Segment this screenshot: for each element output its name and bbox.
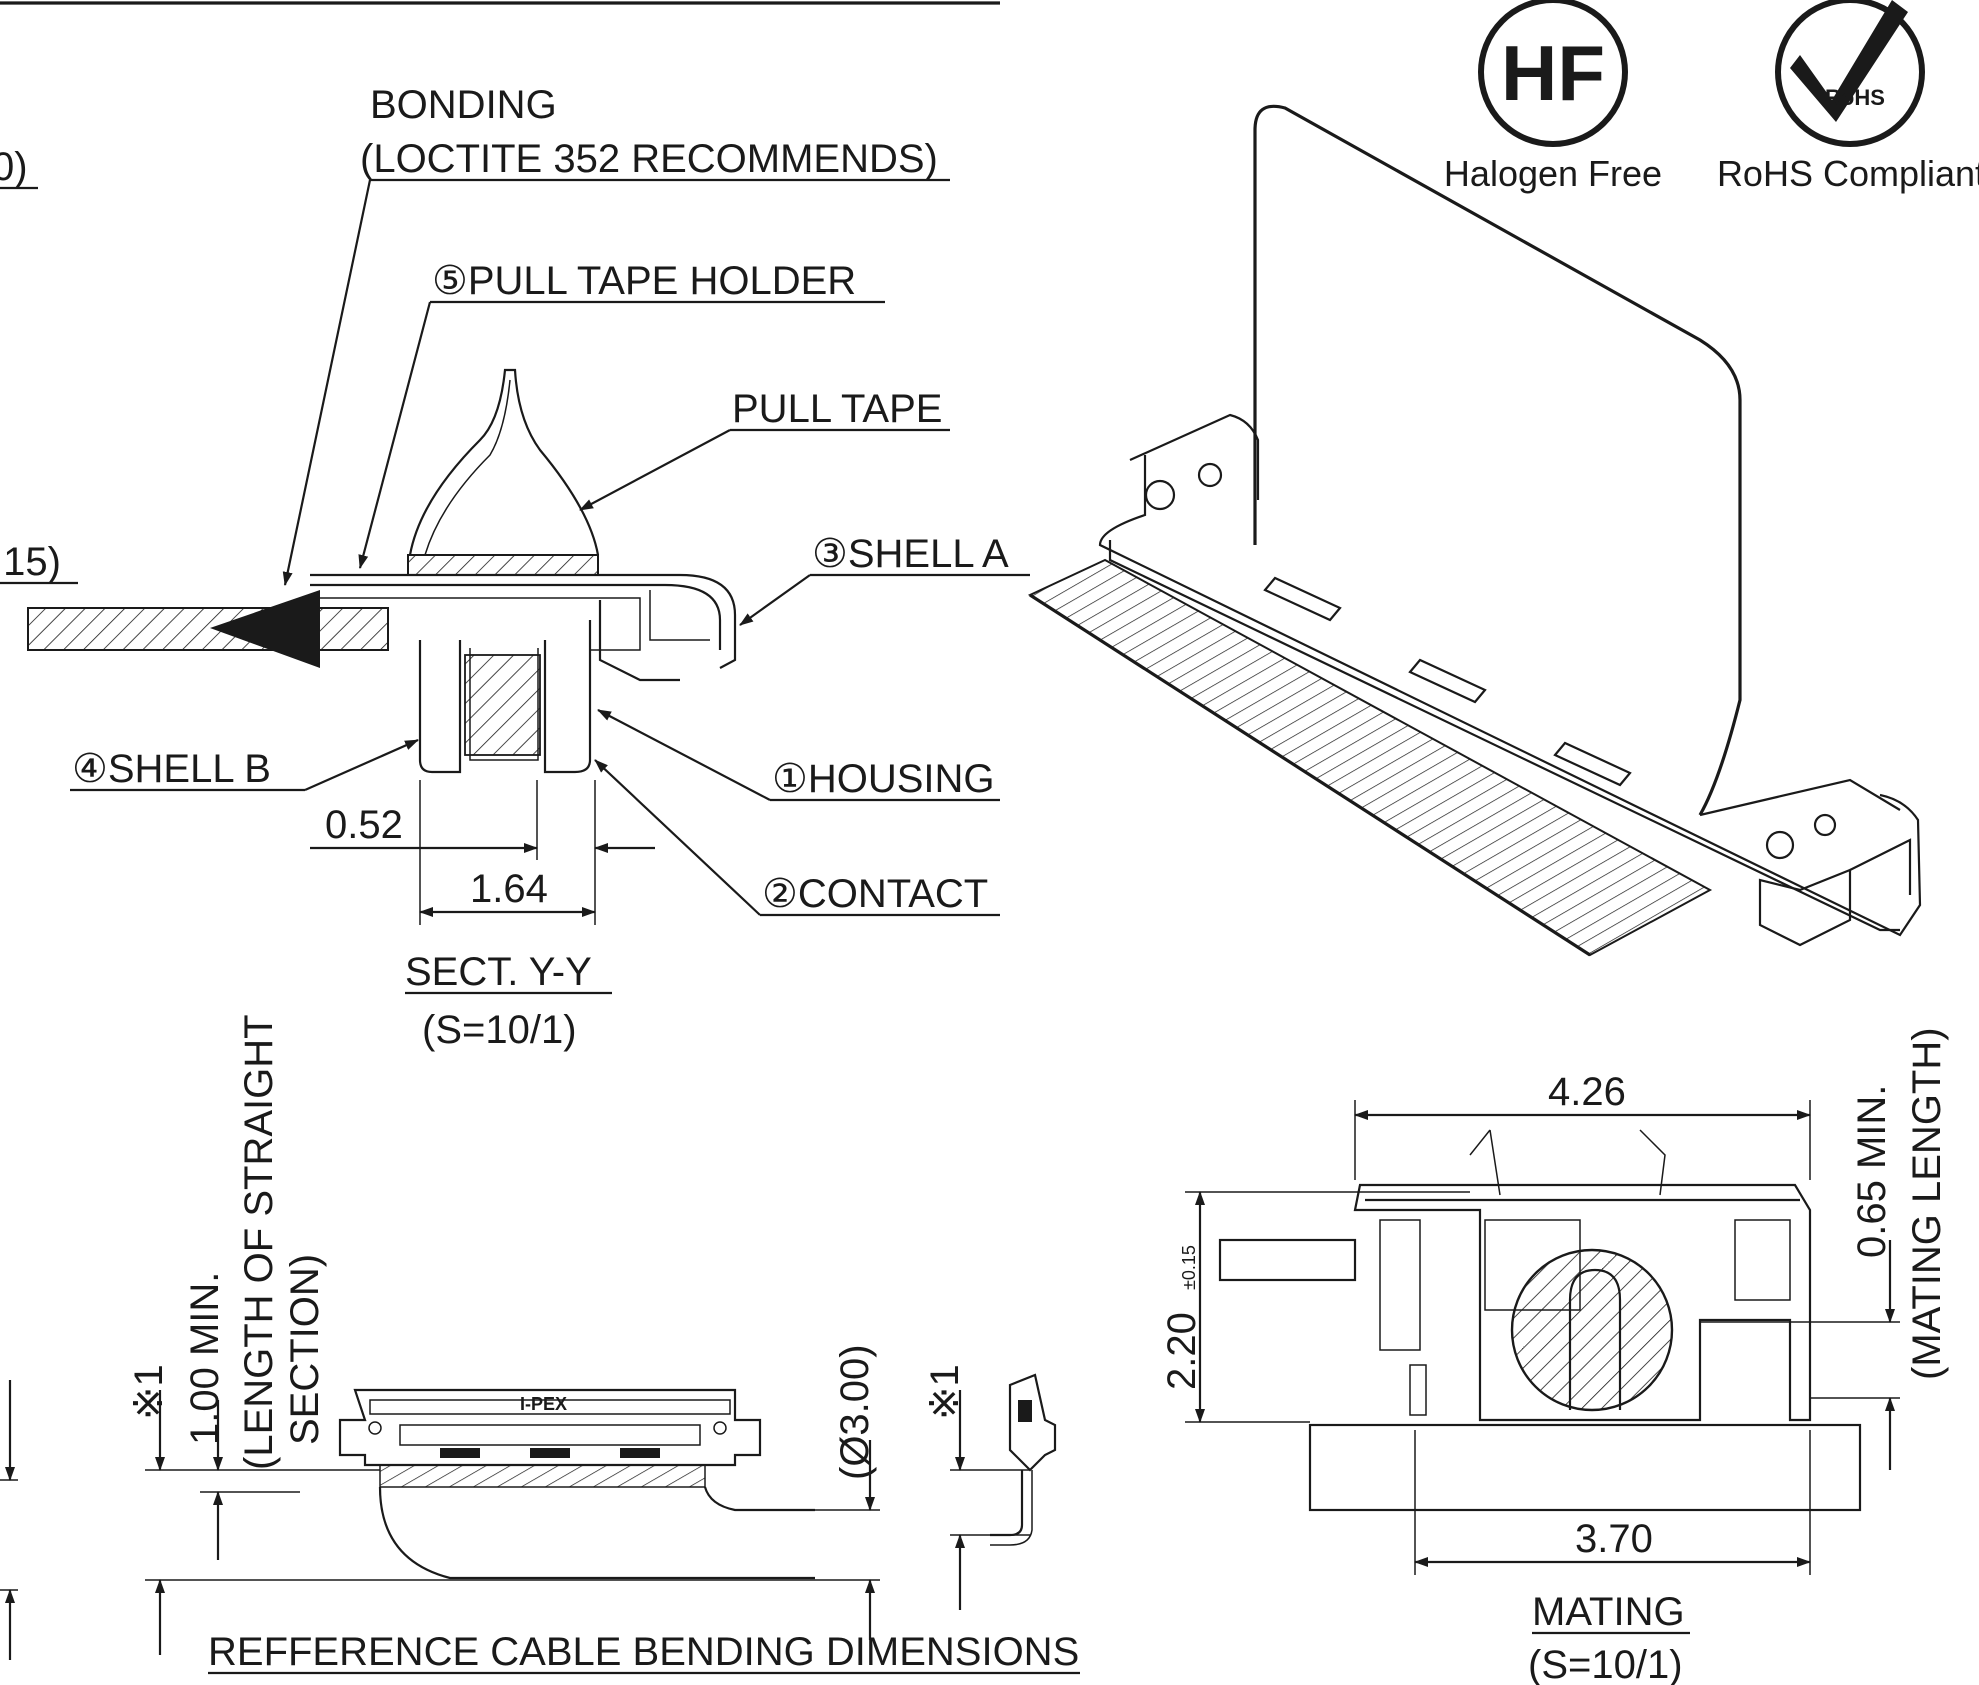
- shell-b-label: ④SHELL B: [72, 747, 271, 791]
- cable-hatched: [27, 607, 389, 651]
- rohs-caption: RoHS Compliant: [1717, 153, 1979, 194]
- hf-circle-icon: [1478, 0, 1628, 147]
- straight-section-line2: SECTION): [283, 1254, 327, 1445]
- min-length-label: 1.00 MIN.: [183, 1272, 227, 1445]
- dim-065: 0.65 MIN.: [1850, 1085, 1894, 1258]
- note-mark-left: ※1: [127, 1364, 171, 1420]
- cable-bending-view: ※1 1.00 MIN. (LENGTH OF STRAIGHT SECTION…: [0, 1014, 1080, 1675]
- shell-a-label: ③SHELL A: [812, 532, 1009, 576]
- rohs-checkmark-icon: [1790, 0, 1908, 122]
- mating-title: MATING: [1532, 1590, 1685, 1634]
- dim-220: 2.20: [1160, 1312, 1204, 1390]
- tol-220: ±0.15: [1179, 1245, 1199, 1290]
- hf-caption: Halogen Free: [1444, 153, 1662, 194]
- contact-label: ②CONTACT: [762, 872, 988, 916]
- mating-view: 4.26 2.20 ±0.15 0.65 MIN. (MATING LENGTH…: [1160, 1027, 1949, 1685]
- halogen-free-badge: HF Halogen Free: [1444, 0, 1662, 194]
- cut-label-top: 0): [0, 145, 28, 189]
- dim-426: 4.26: [1548, 1070, 1626, 1114]
- section-y-y-view: 0) .15): [0, 83, 1030, 1052]
- bonding-wedge: [210, 590, 320, 668]
- ipex-logo: I-PEX: [520, 1394, 567, 1414]
- contact-comb: [379, 1464, 706, 1488]
- housing-label: ①HOUSING: [772, 757, 995, 801]
- cable-paddle: [1253, 104, 1742, 816]
- rohs-symbol: RoHS: [1825, 85, 1885, 110]
- flat-cable-striped: [1027, 558, 1713, 957]
- bonding-label: BONDING: [370, 83, 557, 127]
- mating-length-label: (MATING LENGTH): [1905, 1027, 1949, 1380]
- mating-scale: (S=10/1): [1528, 1643, 1683, 1685]
- dim-164: 1.64: [470, 867, 548, 911]
- dim-052: 0.52: [325, 803, 403, 847]
- section-title: SECT. Y-Y: [405, 950, 592, 994]
- straight-section-line1: (LENGTH OF STRAIGHT: [237, 1014, 281, 1470]
- isometric-connector-view: [1027, 104, 1922, 957]
- hf-symbol: HF: [1501, 29, 1605, 117]
- cut-label-mid: .15): [0, 540, 61, 584]
- pull-tape-holder-label: ⑤PULL TAPE HOLDER: [432, 259, 856, 303]
- contact-detail-circle: [1510, 1248, 1674, 1412]
- rohs-circle-icon: [1775, 0, 1925, 147]
- pcb-board: [1308, 1423, 1862, 1512]
- bonding-note-label: (LOCTITE 352 RECOMMENDS): [360, 137, 938, 181]
- bending-title: REFFERENCE CABLE BENDING DIMENSIONS: [208, 1630, 1079, 1674]
- pull-tape-label: PULL TAPE: [732, 387, 942, 431]
- section-scale: (S=10/1): [422, 1008, 577, 1052]
- pull-tape-loop: [408, 368, 600, 556]
- dim-370: 3.70: [1575, 1517, 1653, 1561]
- rohs-badge: RoHS RoHS Compliant: [1717, 0, 1979, 194]
